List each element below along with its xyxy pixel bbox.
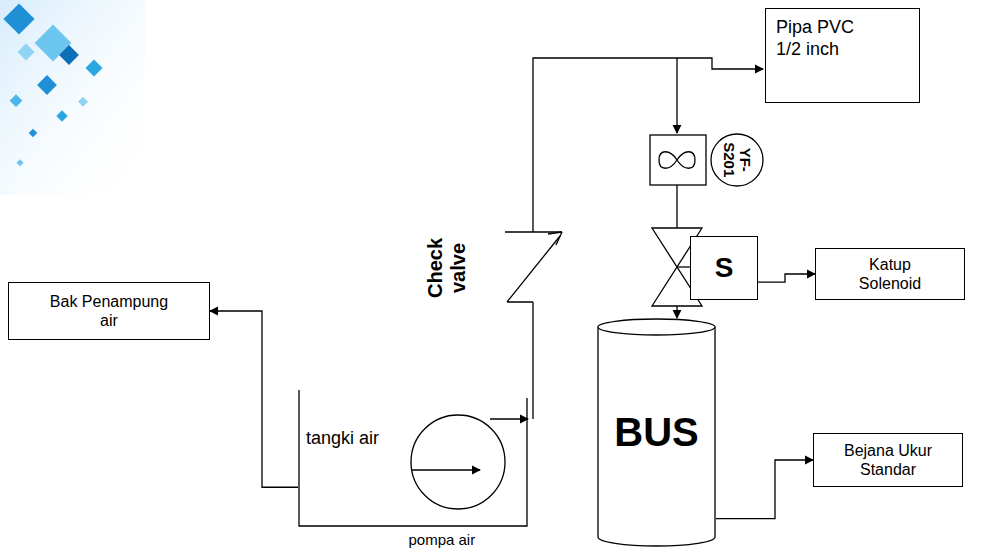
decor-diamonds bbox=[3, 3, 102, 166]
check-valve-symbol bbox=[505, 232, 562, 302]
circle-outline bbox=[711, 134, 763, 186]
diamond bbox=[56, 110, 67, 121]
valve-outlet-pipe bbox=[676, 306, 677, 318]
node-text: tangki air bbox=[306, 428, 379, 450]
tank-outline bbox=[298, 390, 528, 527]
corner-glow bbox=[0, 0, 145, 195]
connector-arrow bbox=[758, 274, 815, 282]
process-box: Bejana Ukur Standar bbox=[813, 433, 963, 487]
node-text: Bejana Ukur Standar bbox=[841, 441, 936, 479]
sensor-inlet-pipe bbox=[676, 58, 677, 133]
connector-arrow bbox=[210, 311, 298, 487]
pipe-leader bbox=[677, 58, 763, 69]
pump-circle bbox=[411, 415, 505, 509]
tank-flow-arrow bbox=[412, 469, 480, 470]
node-text: S bbox=[715, 251, 734, 285]
water-tank: tangki air bbox=[298, 390, 528, 527]
check-valve-head bbox=[548, 232, 562, 245]
node-text: Katup Solenoid bbox=[850, 255, 930, 293]
pump-label: pompa air bbox=[409, 531, 476, 548]
pump-outlet-pipe bbox=[490, 418, 528, 419]
valve-stem bbox=[677, 266, 690, 267]
infinity-symbol bbox=[659, 152, 695, 169]
flow-sensor-box bbox=[650, 135, 706, 185]
node-text: Bak Penampung air bbox=[44, 292, 174, 330]
sensor-to-valve-pipe bbox=[676, 185, 677, 228]
diamond bbox=[3, 3, 34, 34]
solenoid-s-box: S bbox=[690, 236, 758, 300]
sensor-tag-circle: YF-S201 bbox=[710, 133, 764, 187]
node-text: Pipa PVC 1/2 inch bbox=[776, 17, 871, 60]
pipe-box: Pipa PVC 1/2 inch bbox=[765, 8, 920, 103]
diamond bbox=[59, 45, 79, 65]
diamond bbox=[18, 44, 35, 61]
measuring-vessel: BUS bbox=[597, 318, 716, 546]
riser-pipe-lower bbox=[532, 302, 533, 419]
node-text: BUS bbox=[614, 408, 698, 456]
process-box: Bak Penampung air bbox=[8, 282, 210, 340]
cylinder-body bbox=[598, 327, 715, 546]
connector-arrow bbox=[716, 460, 813, 519]
cylinder-top bbox=[598, 319, 715, 335]
diamond bbox=[86, 60, 103, 77]
diamond bbox=[37, 75, 57, 95]
process-box: Katup Solenoid bbox=[815, 248, 965, 300]
diamond bbox=[78, 97, 88, 107]
node-text: YF-S201 bbox=[721, 140, 753, 180]
diamond bbox=[16, 159, 23, 166]
valve-label: Check valve bbox=[424, 235, 470, 301]
tank-walls bbox=[299, 390, 527, 526]
diamond bbox=[29, 129, 37, 137]
diamond bbox=[10, 94, 23, 107]
